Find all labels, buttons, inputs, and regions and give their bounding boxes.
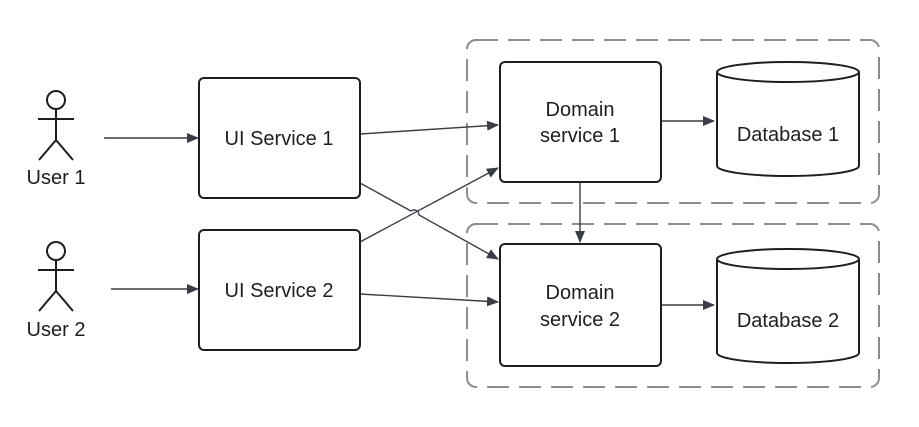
user-1-label: User 1 bbox=[27, 167, 86, 189]
user-1-head bbox=[46, 90, 66, 110]
ui-service-2-label: UI Service 2 bbox=[225, 280, 334, 302]
domain-service-1-label-line2: service 1 bbox=[540, 125, 620, 147]
user-1-actor bbox=[38, 90, 74, 161]
database-1-label: Database 1 bbox=[737, 124, 839, 146]
database-1-cylinder bbox=[716, 61, 860, 177]
user-2-actor bbox=[38, 241, 74, 312]
edge-ui1-ds2 bbox=[359, 182, 499, 260]
user-2-head bbox=[46, 241, 66, 261]
domain-group-2 bbox=[466, 223, 880, 388]
edge-ui1-ds1 bbox=[359, 120, 499, 135]
user-2-label: User 2 bbox=[27, 319, 86, 341]
domain-service-2-box bbox=[499, 243, 662, 367]
domain-group-1 bbox=[466, 39, 880, 204]
ui-service-2-box bbox=[198, 229, 361, 351]
database-2-cylinder bbox=[716, 248, 860, 364]
domain-service-1-label-line1: Domain bbox=[546, 99, 615, 121]
edge-ui2-ds2 bbox=[359, 293, 499, 307]
edge-ui2-ds1 bbox=[359, 167, 499, 243]
domain-service-1-box bbox=[499, 61, 662, 183]
domain-service-2-label-line1: Domain bbox=[546, 282, 615, 304]
domain-service-2-label-line2: service 2 bbox=[540, 309, 620, 331]
database-2-label: Database 2 bbox=[737, 310, 839, 332]
ui-service-1-label: UI Service 1 bbox=[225, 128, 334, 150]
ui-service-1-box bbox=[198, 77, 361, 199]
